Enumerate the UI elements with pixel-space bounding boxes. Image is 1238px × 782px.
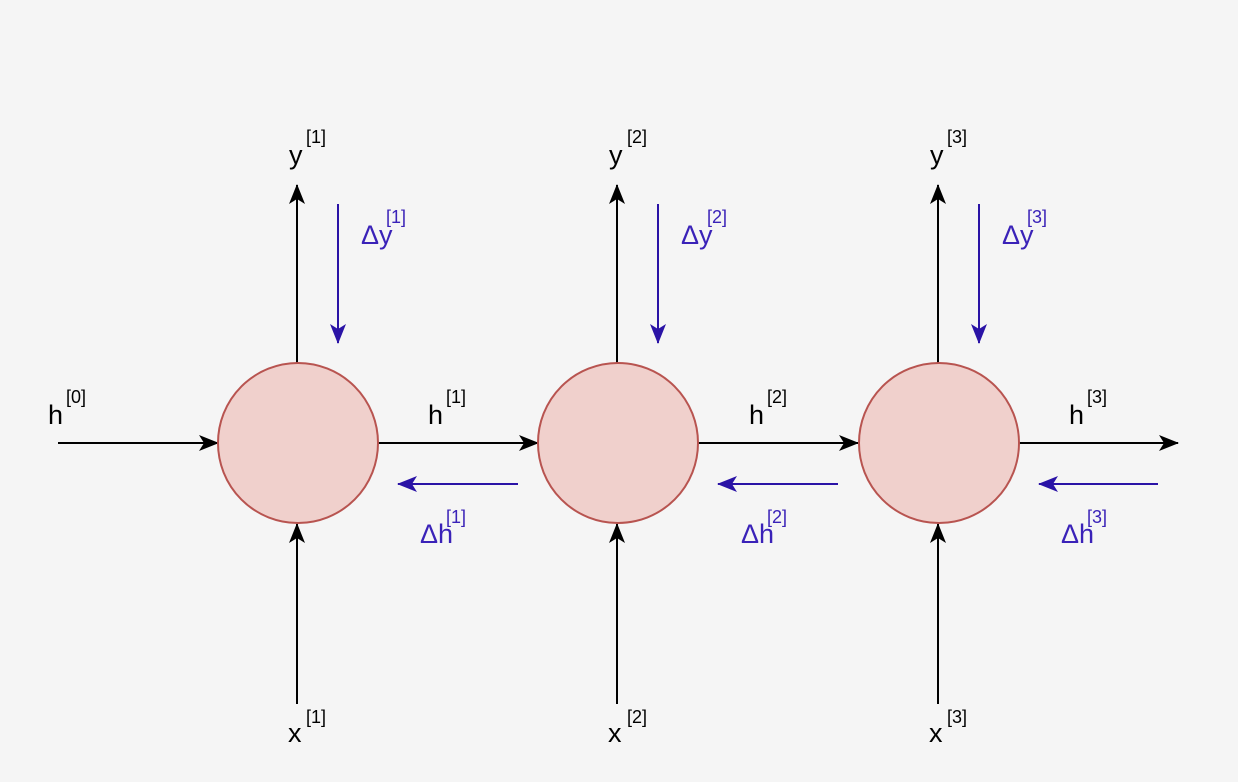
- label-dy3-base: Δy: [1002, 220, 1034, 250]
- label-dh1-base: Δh: [420, 519, 453, 549]
- label-dy3: Δy [3]: [1002, 207, 1047, 250]
- label-x2-base: x: [608, 718, 622, 748]
- label-x2: x [2]: [608, 707, 647, 748]
- label-y1-base: y: [289, 140, 303, 170]
- label-h2-sup: [2]: [767, 387, 787, 407]
- label-dh1-sup: [1]: [446, 507, 466, 527]
- label-y1: y [1]: [289, 127, 326, 170]
- label-y1-sup: [1]: [306, 127, 326, 147]
- label-h2: h [2]: [749, 387, 787, 430]
- label-h0-sup: [0]: [66, 387, 86, 407]
- label-dy3-sup: [3]: [1027, 207, 1047, 227]
- label-y3: y [3]: [930, 127, 967, 170]
- label-dy2-sup: [2]: [707, 207, 727, 227]
- label-dh3-sup: [3]: [1087, 507, 1107, 527]
- label-x2-sup: [2]: [627, 707, 647, 727]
- label-dy2-base: Δy: [681, 220, 713, 250]
- label-y2: y [2]: [609, 127, 647, 170]
- label-h1: h [1]: [428, 387, 466, 430]
- label-dy1-sup: [1]: [386, 207, 406, 227]
- label-dh2-sup: [2]: [767, 507, 787, 527]
- label-dh1: Δh [1]: [420, 507, 466, 549]
- label-h0-base: h: [48, 400, 63, 430]
- label-x1-base: x: [288, 718, 302, 748]
- label-dy2: Δy [2]: [681, 207, 727, 250]
- label-y3-sup: [3]: [947, 127, 967, 147]
- label-y2-base: y: [609, 140, 623, 170]
- label-h3-sup: [3]: [1087, 387, 1107, 407]
- label-x3-base: x: [929, 718, 943, 748]
- label-dh3-base: Δh: [1061, 519, 1094, 549]
- label-h0: h [0]: [48, 387, 86, 430]
- label-h3-base: h: [1069, 400, 1084, 430]
- label-x3-sup: [3]: [947, 707, 967, 727]
- label-x1-sup: [1]: [306, 707, 326, 727]
- label-h2-base: h: [749, 400, 764, 430]
- label-y3-base: y: [930, 140, 944, 170]
- label-dy1: Δy [1]: [361, 207, 406, 250]
- label-y2-sup: [2]: [627, 127, 647, 147]
- rnn-cell-2: [537, 362, 699, 524]
- rnn-cell-1: [217, 362, 379, 524]
- label-h1-sup: [1]: [446, 387, 466, 407]
- label-h1-base: h: [428, 400, 443, 430]
- label-h3: h [3]: [1069, 387, 1107, 430]
- label-dy1-base: Δy: [361, 220, 393, 250]
- label-dh2-base: Δh: [741, 519, 774, 549]
- rnn-cell-3: [858, 362, 1020, 524]
- label-x3: x [3]: [929, 707, 967, 748]
- label-dh3: Δh [3]: [1061, 507, 1107, 549]
- label-x1: x [1]: [288, 707, 326, 748]
- label-dh2: Δh [2]: [741, 507, 787, 549]
